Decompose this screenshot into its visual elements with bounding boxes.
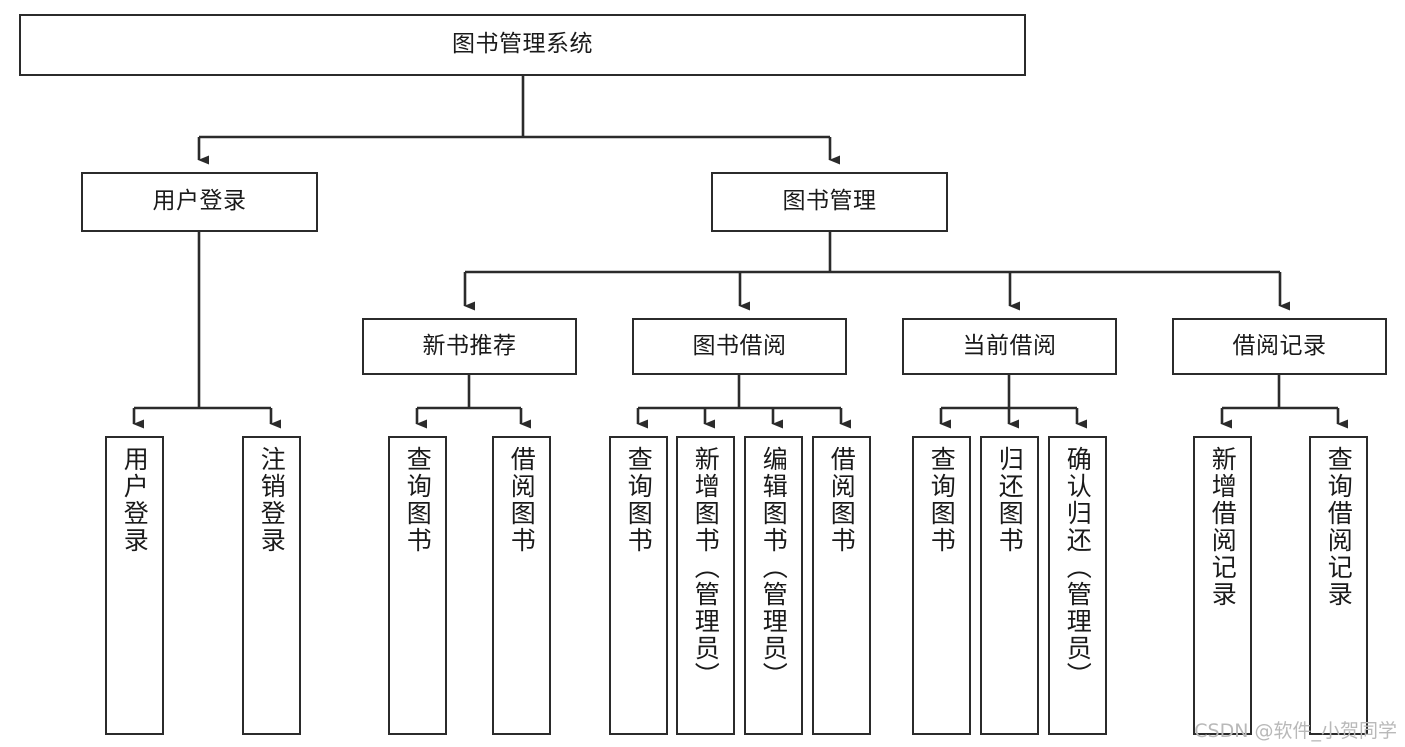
node-book-borrow[interactable]: 图书借阅 bbox=[632, 318, 847, 375]
node-root-system[interactable]: 图书管理系统 bbox=[19, 14, 1026, 76]
node-leaf-add-book[interactable]: 新增图书（管理员） bbox=[676, 436, 735, 735]
node-label: 用户登录 bbox=[120, 446, 150, 554]
node-leaf-borrow-book-2[interactable]: 借阅图书 bbox=[812, 436, 871, 735]
node-book-management[interactable]: 图书管理 bbox=[711, 172, 948, 232]
node-leaf-add-record[interactable]: 新增借阅记录 bbox=[1193, 436, 1252, 735]
node-leaf-borrow-book-1[interactable]: 借阅图书 bbox=[492, 436, 551, 735]
node-leaf-user-login[interactable]: 用户登录 bbox=[105, 436, 164, 735]
node-leaf-query-record[interactable]: 查询借阅记录 bbox=[1309, 436, 1368, 735]
node-label: 查询图书 bbox=[403, 446, 433, 554]
node-label: 借阅图书 bbox=[507, 446, 537, 554]
node-user-login[interactable]: 用户登录 bbox=[81, 172, 318, 232]
node-label: 确认归还（管理员） bbox=[1063, 446, 1093, 689]
node-label: 图书借阅 bbox=[692, 332, 787, 359]
node-current-borrow[interactable]: 当前借阅 bbox=[902, 318, 1117, 375]
node-label: 查询图书 bbox=[927, 446, 957, 554]
node-label: 当前借阅 bbox=[962, 332, 1057, 359]
node-leaf-query-book-2[interactable]: 查询图书 bbox=[609, 436, 668, 735]
node-label: 归还图书 bbox=[995, 446, 1025, 554]
node-leaf-query-book-3[interactable]: 查询图书 bbox=[912, 436, 971, 735]
node-label: 图书管理 bbox=[782, 188, 877, 215]
node-label: 新增图书（管理员） bbox=[691, 446, 721, 689]
node-label: 新书推荐 bbox=[422, 332, 517, 359]
node-label: 查询借阅记录 bbox=[1324, 446, 1354, 608]
node-label: 用户登录 bbox=[152, 188, 247, 215]
node-label: 编辑图书（管理员） bbox=[759, 446, 789, 689]
node-label: 图书管理系统 bbox=[452, 31, 593, 58]
node-label: 查询图书 bbox=[624, 446, 654, 554]
node-leaf-return-book[interactable]: 归还图书 bbox=[980, 436, 1039, 735]
node-leaf-query-book-1[interactable]: 查询图书 bbox=[388, 436, 447, 735]
node-borrow-record[interactable]: 借阅记录 bbox=[1172, 318, 1387, 375]
node-label: 新增借阅记录 bbox=[1208, 446, 1238, 608]
node-label: 借阅记录 bbox=[1232, 332, 1327, 359]
node-leaf-logout-login[interactable]: 注销登录 bbox=[242, 436, 301, 735]
node-leaf-confirm-return[interactable]: 确认归还（管理员） bbox=[1048, 436, 1107, 735]
node-new-book-recommend[interactable]: 新书推荐 bbox=[362, 318, 577, 375]
node-label: 借阅图书 bbox=[827, 446, 857, 554]
node-label: 注销登录 bbox=[257, 446, 287, 554]
node-leaf-edit-book[interactable]: 编辑图书（管理员） bbox=[744, 436, 803, 735]
